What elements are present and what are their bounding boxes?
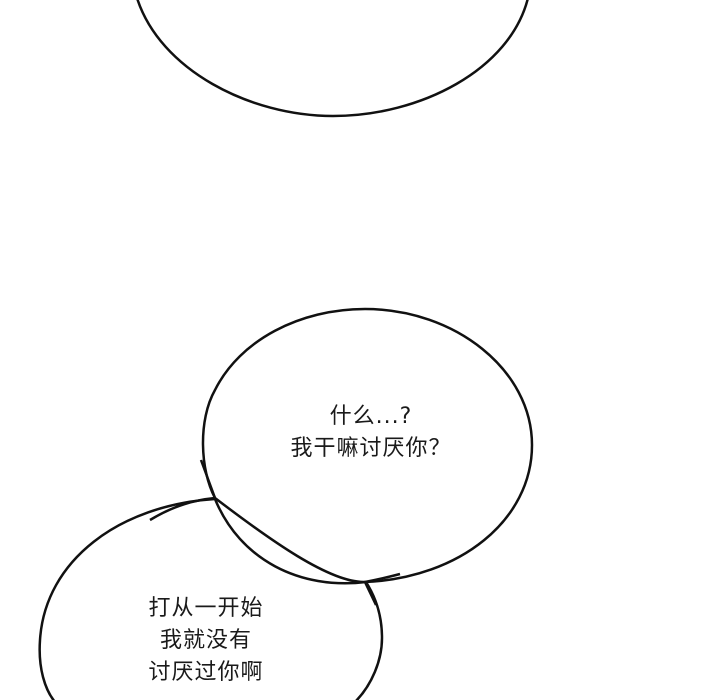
bubble-junction-right (363, 572, 401, 606)
speech-bubble-bottom (38, 497, 384, 700)
speech-bubble-top (136, 0, 529, 118)
dialogue-line: 讨厌过你啊 (148, 660, 264, 685)
dialogue-line: 我干嘛讨厌你？ (290, 436, 452, 461)
speech-bubble-middle (201, 307, 534, 584)
dialogue-line: 什么...? (329, 404, 413, 429)
dialogue-line: 打从一开始 (148, 596, 264, 621)
dialogue-middle: 什么...? 我干嘛讨厌你？ (266, 401, 476, 465)
bubble-junction-left (149, 459, 217, 522)
dialogue-bottom: 打从一开始 我就没有 讨厌过你啊 (126, 593, 286, 689)
dialogue-line: 我就没有 (159, 628, 252, 653)
